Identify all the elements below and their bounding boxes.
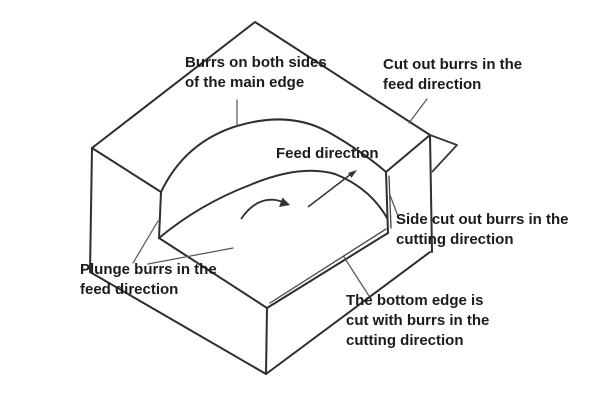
front-left-top-edge: [91, 147, 162, 193]
label-line: of the main edge: [185, 74, 305, 91]
label-side-cut-out-burrs: Side cut out burrs in the cutting direct…: [396, 210, 569, 250]
leader-cut-out-burrs: [408, 98, 428, 124]
floor-front-edge-left: [158, 237, 268, 309]
front-vertical-edge: [265, 307, 268, 375]
left-vertical-edge: [89, 147, 93, 273]
pocket-inner-arc: [158, 169, 388, 239]
label-line: Plunge burrs in the: [80, 261, 217, 278]
floor-front-edge-right: [266, 232, 389, 309]
label-plunge-burrs: Plunge burrs in the feed direction: [80, 260, 217, 300]
pocket-outer-arc: [160, 118, 387, 193]
leader-plunge-step: [132, 220, 159, 264]
right-vertical-edge: [429, 134, 433, 253]
label-line: The bottom edge is: [346, 292, 484, 309]
feed-direction-arrow: [307, 170, 357, 208]
notch-step-right: [385, 171, 389, 234]
notch-step-left: [158, 191, 162, 239]
label-cut-out-burrs: Cut out burrs in the feed direction: [383, 55, 522, 95]
label-line: feed direction: [383, 76, 482, 93]
label-line: cutting direction: [396, 231, 514, 248]
label-feed-direction: Feed direction: [276, 144, 379, 164]
bottom-edge-burr-line: [269, 228, 387, 304]
cutter-rotation-arrow: [240, 197, 290, 220]
label-burrs-main-edge: Burrs on both sides of the main edge: [185, 53, 327, 93]
label-line: Feed direction: [276, 145, 379, 162]
label-line: Cut out burrs in the: [383, 56, 523, 73]
leader-plunge-floor: [147, 247, 234, 265]
front-right-top-edge-remnant: [385, 134, 431, 173]
label-bottom-edge-burrs: The bottom edge is cut with burrs in the…: [346, 291, 489, 351]
label-line: cutting direction: [346, 332, 464, 349]
label-line: Side cut out burrs in the: [396, 211, 569, 228]
label-line: Burrs on both sides: [185, 54, 327, 71]
leader-bottom-edge: [343, 256, 370, 297]
top-face-edges: [91, 21, 431, 149]
leader-side-cut-out: [389, 194, 400, 220]
exit-burr-triangle: [429, 134, 458, 173]
label-line: feed direction: [80, 281, 179, 298]
side-burr-line: [388, 175, 392, 229]
label-line: cut with burrs in the: [346, 312, 490, 329]
